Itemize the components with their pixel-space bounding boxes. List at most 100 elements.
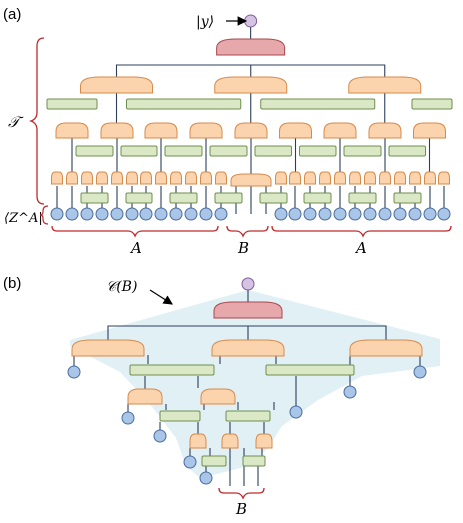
isometry xyxy=(185,171,197,185)
isometry xyxy=(126,171,138,185)
isometry xyxy=(81,171,93,185)
isometry xyxy=(71,339,145,357)
isometry xyxy=(319,171,331,185)
site xyxy=(139,207,153,221)
network-b-tensors xyxy=(67,277,427,485)
disentangler xyxy=(259,192,288,204)
disentangler xyxy=(260,98,376,110)
site xyxy=(343,385,357,399)
site xyxy=(184,207,198,221)
isometry xyxy=(413,122,446,139)
tree-label: 𝒯 xyxy=(8,113,24,131)
site xyxy=(413,365,427,379)
disentangler xyxy=(126,98,242,110)
cone-label: 𝒞(B) xyxy=(106,279,137,295)
site xyxy=(303,207,317,221)
isometry xyxy=(127,388,163,405)
output-node xyxy=(244,14,258,28)
disentangler xyxy=(159,410,201,422)
region-a-left-brace xyxy=(51,225,219,238)
site xyxy=(288,207,302,221)
region-label-b: B xyxy=(237,239,249,257)
site xyxy=(393,207,407,221)
isometry xyxy=(323,122,357,139)
isometry xyxy=(189,122,223,139)
disentangler xyxy=(75,145,114,157)
site xyxy=(378,207,392,221)
site xyxy=(125,207,139,221)
isometry xyxy=(170,171,182,185)
output-node xyxy=(241,277,255,291)
isometry xyxy=(349,171,361,185)
disentangler xyxy=(214,192,243,204)
wire xyxy=(107,325,248,341)
output-state-label: |y⟩ xyxy=(196,14,214,30)
site xyxy=(95,207,109,221)
site xyxy=(80,207,94,221)
panel-b-label: (b) xyxy=(3,275,21,292)
disentangler xyxy=(411,98,453,110)
isometry xyxy=(221,433,239,449)
panel-a: (a) |y⟩ 𝒯 ⟨Z^A| A B A xyxy=(3,6,453,257)
isometry xyxy=(214,76,288,94)
site xyxy=(121,411,135,425)
site xyxy=(110,207,124,221)
wire xyxy=(248,325,387,341)
disentangler xyxy=(129,364,215,376)
disentangler xyxy=(254,145,292,157)
region-b-brace-lower xyxy=(218,487,265,500)
network-a-tensors xyxy=(46,14,453,221)
isometry xyxy=(289,171,301,185)
product-state-label: ⟨Z^A| xyxy=(4,211,43,226)
isometry xyxy=(234,122,268,139)
disentangler xyxy=(348,192,377,204)
site xyxy=(50,207,64,221)
isometry xyxy=(96,171,108,185)
isometry xyxy=(368,122,402,139)
isometry xyxy=(66,171,78,185)
disentangler xyxy=(201,455,227,467)
disentangler xyxy=(343,145,382,157)
wire xyxy=(250,64,386,79)
site xyxy=(183,455,197,469)
top-tensor xyxy=(216,38,286,56)
site xyxy=(169,207,183,221)
isometry xyxy=(379,171,391,185)
isometry xyxy=(144,122,178,139)
isometry xyxy=(409,171,421,185)
site xyxy=(348,207,362,221)
isometry xyxy=(200,171,212,185)
site xyxy=(199,207,213,221)
site xyxy=(408,207,422,221)
disentangler xyxy=(209,145,248,157)
disentangler xyxy=(303,192,332,204)
disentangler xyxy=(46,98,98,110)
region-b-brace xyxy=(226,225,269,238)
isometry xyxy=(100,122,134,139)
top-tensor xyxy=(213,301,283,319)
isometry xyxy=(155,171,167,185)
wire xyxy=(115,64,251,79)
region-a-right-brace xyxy=(271,225,452,238)
panel-b: (b) 𝒞(B) B xyxy=(3,275,440,518)
site xyxy=(199,471,213,485)
isometry xyxy=(140,171,152,185)
disentangler xyxy=(393,192,422,204)
isometry xyxy=(55,122,89,139)
isometry xyxy=(348,76,422,94)
disentangler xyxy=(388,145,426,157)
disentangler xyxy=(242,455,266,467)
disentangler xyxy=(164,145,203,157)
site xyxy=(67,365,81,379)
tree-brace xyxy=(28,37,45,205)
isometry xyxy=(394,171,406,185)
panel-a-label: (a) xyxy=(3,6,21,23)
causal-cone-region xyxy=(70,290,440,478)
site xyxy=(65,207,79,221)
region-label-a-left: A xyxy=(129,239,142,257)
isometry xyxy=(304,171,316,185)
isometry xyxy=(189,433,207,449)
site xyxy=(289,405,303,419)
region-label-a-right: A xyxy=(354,239,367,257)
